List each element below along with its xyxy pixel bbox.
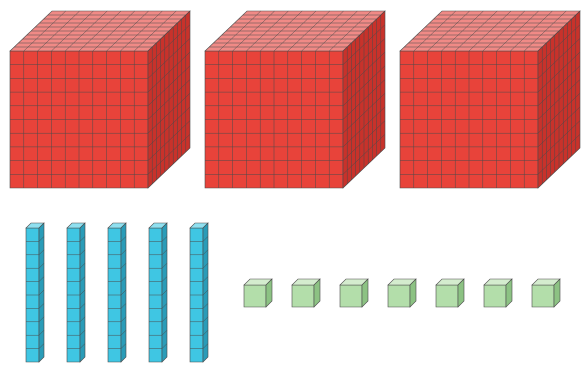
ten-rod — [149, 223, 167, 362]
unit-front-face — [388, 285, 410, 307]
ten-rod — [26, 223, 44, 362]
one-cube — [340, 279, 368, 307]
one-cube — [532, 279, 560, 307]
one-cube — [388, 279, 416, 307]
hundred-cube — [205, 11, 385, 188]
unit-front-face — [244, 285, 266, 307]
one-cube — [244, 279, 272, 307]
hundred-cube — [400, 11, 580, 188]
tens-rods — [26, 223, 208, 362]
ten-rod — [108, 223, 126, 362]
unit-front-face — [292, 285, 314, 307]
hundred-cube — [10, 11, 190, 188]
unit-front-face — [436, 285, 458, 307]
unit-front-face — [340, 285, 362, 307]
one-cube — [292, 279, 320, 307]
one-cube — [484, 279, 512, 307]
hundreds-blocks — [10, 11, 580, 188]
ten-rod — [190, 223, 208, 362]
one-cube — [436, 279, 464, 307]
ones-cubes — [244, 279, 560, 307]
unit-front-face — [484, 285, 506, 307]
unit-front-face — [532, 285, 554, 307]
ten-rod — [67, 223, 85, 362]
